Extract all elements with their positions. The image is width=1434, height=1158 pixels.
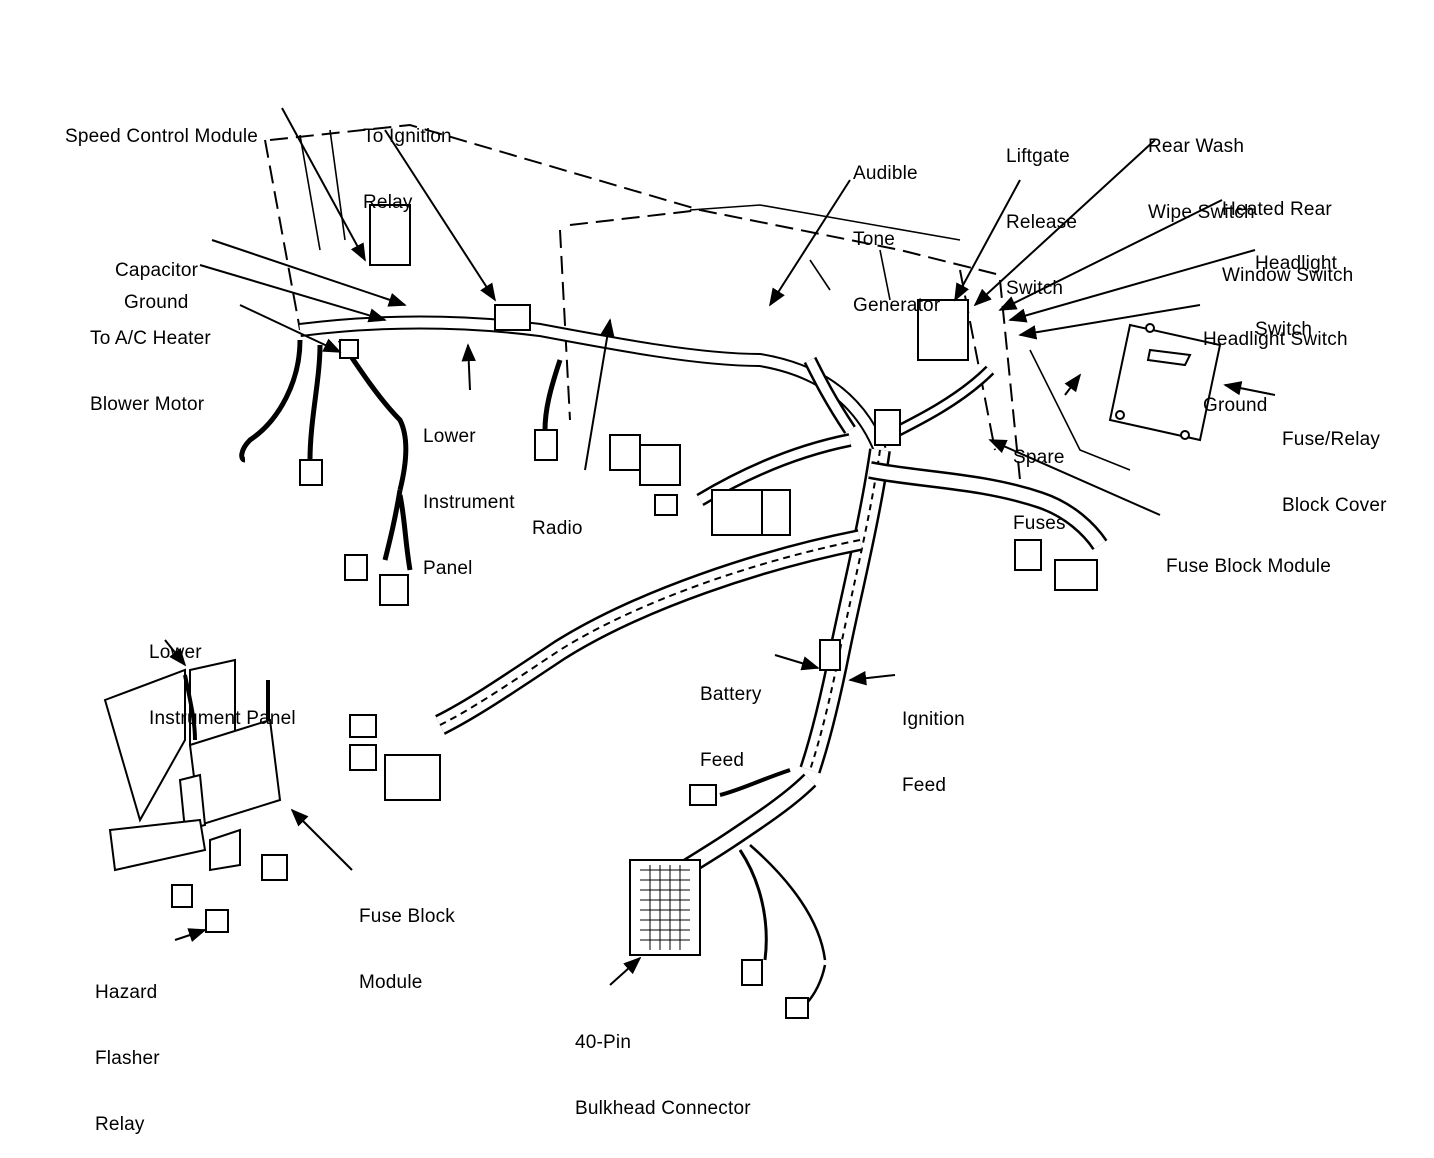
- leader-lines: [164, 107, 1276, 986]
- label-capacitor: Capacitor: [115, 260, 199, 281]
- label-fuse-block-module: Fuse Block Module: [1166, 556, 1331, 577]
- label-heated-rear-window-switch: Heated Rear Window Switch: [1222, 199, 1354, 286]
- connectors: [299, 204, 1098, 1019]
- label-bulkhead-connector: 40-Pin Bulkhead Connector: [575, 1032, 751, 1119]
- label-ac-heater-blower-motor: To A/C Heater Blower Motor: [90, 328, 211, 415]
- label-headlight-switch: Headlight Switch: [1255, 253, 1338, 340]
- label-ground: Ground: [124, 292, 189, 313]
- wiring-harness-diagram: Speed Control Module To Ignition Relay C…: [65, 107, 1387, 1135]
- label-rear-wash-wipe-switch: Rear Wash Wipe Switch: [1148, 136, 1255, 223]
- fuse-relay-block-cover-shape: [1108, 323, 1222, 442]
- label-fuse-block-module-inset: Fuse Block Module: [359, 906, 455, 993]
- inset-fuse-block: [103, 658, 288, 933]
- label-audible-tone-generator: Audible Tone Generator: [853, 163, 941, 316]
- label-fuse-relay-block-cover: Fuse/Relay Block Cover: [1282, 429, 1387, 516]
- label-liftgate-release-switch: Liftgate Release Switch: [1006, 146, 1078, 299]
- label-speed-control-module: Speed Control Module: [65, 126, 259, 147]
- label-headlight-switch-ground: Headlight Switch Ground: [1203, 329, 1348, 416]
- label-hazard-flasher-relay: Hazard Flasher Relay: [95, 982, 160, 1135]
- harness-illustration: [103, 107, 1276, 1019]
- label-lower-instrument-panel: Lower Instrument Panel: [423, 426, 515, 579]
- label-radio: Radio: [532, 518, 583, 539]
- label-to-ignition-relay: To Ignition Relay: [363, 126, 452, 213]
- label-ignition-feed: Ignition Feed: [902, 709, 965, 796]
- left-drop-wires: [239, 338, 563, 571]
- bulkhead-pin-grid: [640, 865, 690, 950]
- label-spare-fuses: Spare Fuses: [1013, 447, 1066, 534]
- label-battery-feed: Battery Feed: [700, 684, 762, 771]
- label-lower-instrument-panel-inset: Lower Instrument Panel: [149, 642, 296, 729]
